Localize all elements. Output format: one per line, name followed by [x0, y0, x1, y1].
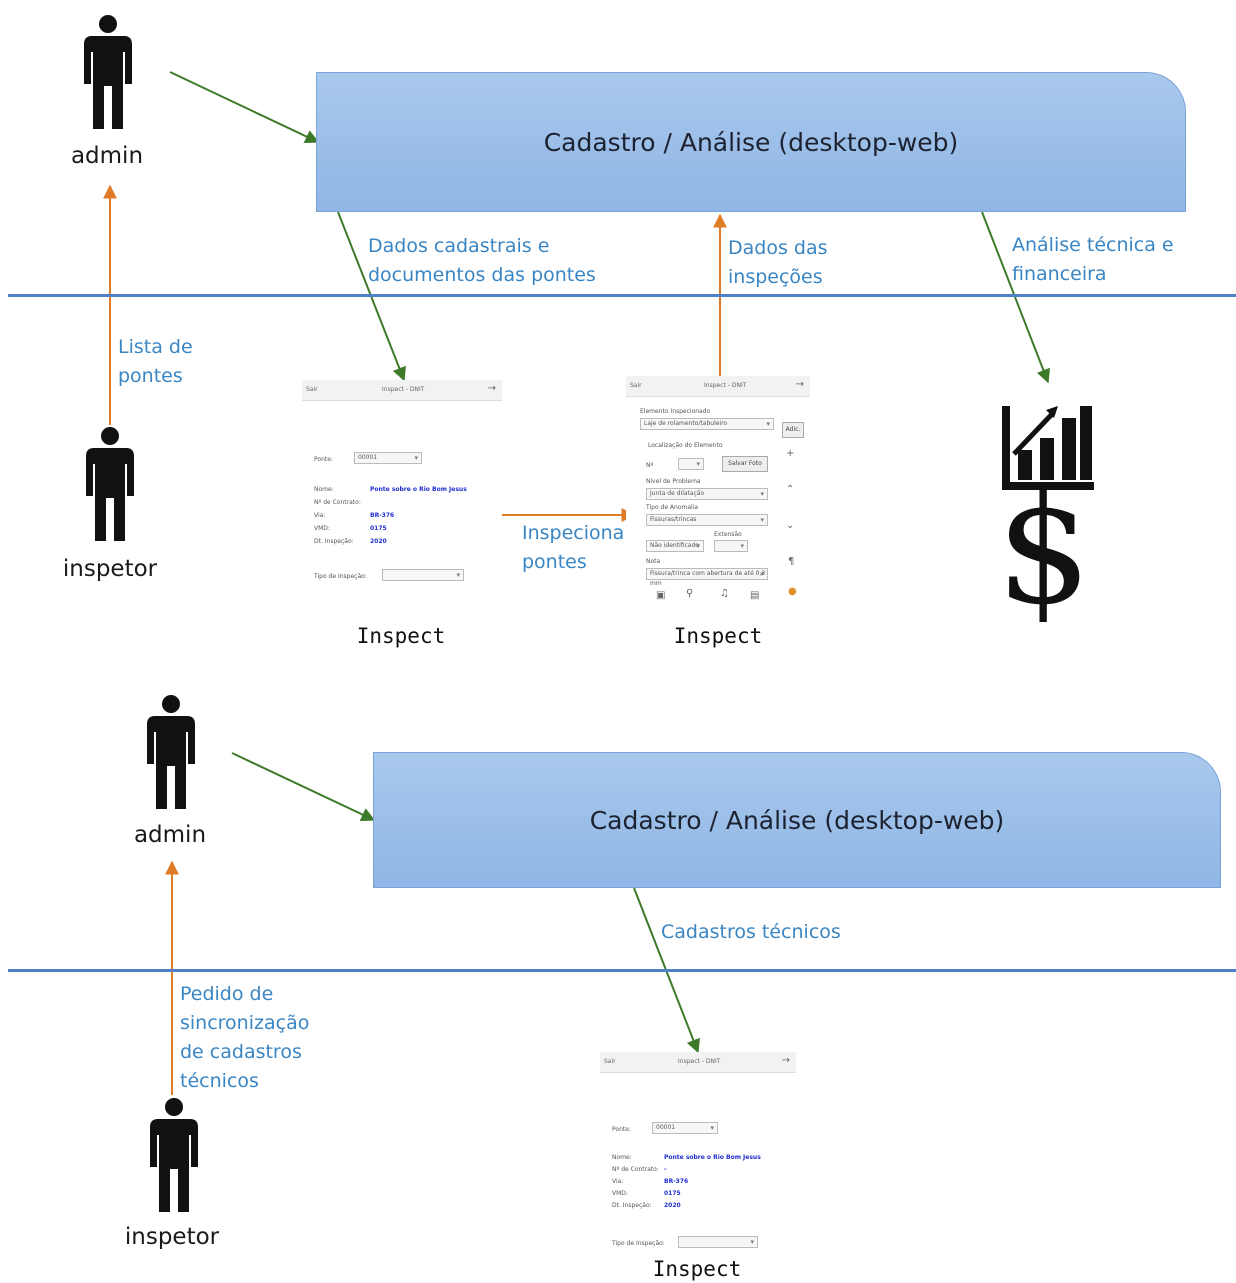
separator-line-bottom	[8, 969, 1236, 972]
detail-key: VMD:	[314, 525, 330, 532]
chevron-up-icon[interactable]: ⌃	[786, 484, 795, 495]
detail-value: BR-376	[370, 512, 395, 519]
bridge-select[interactable]: 00001	[652, 1122, 718, 1134]
inspector-label-bottom: inspetor	[124, 1224, 220, 1250]
system-box-bottom-label: Cadastro / Análise (desktop-web)	[589, 805, 1005, 835]
arrow-system-to-finance	[981, 211, 1050, 384]
bridge-field-label: Ponte:	[612, 1126, 631, 1133]
inspection-type-select[interactable]	[382, 569, 464, 581]
problem-level-select[interactable]: Junta de dilatação	[646, 488, 768, 500]
camera-icon[interactable]: ▣	[656, 590, 666, 601]
pilcrow-icon[interactable]: ¶	[788, 556, 795, 567]
system-box-top-label: Cadastro / Análise (desktop-web)	[543, 127, 959, 157]
app-screen-header: Sair Inspect - DNIT →	[600, 1052, 796, 1073]
admin-label-top: admin	[70, 143, 144, 169]
section-label: Tipo de Anomalia	[646, 504, 699, 511]
flow-label-inspection-data: Dados das inspeções	[728, 237, 828, 288]
detail-key: Nº de Contrato:	[314, 499, 361, 506]
warning-icon[interactable]: ●	[788, 586, 797, 597]
arrow-admin-to-system-top	[169, 71, 320, 143]
forward-arrow-icon[interactable]: →	[781, 1055, 790, 1066]
finance-chart-dollar-icon: $	[1000, 406, 1094, 622]
app-screen-header: Sair Inspect - DNIT →	[302, 380, 502, 401]
app-caption-bottom: Inspect	[652, 1257, 742, 1281]
system-box-top: Cadastro / Análise (desktop-web)	[316, 72, 1186, 212]
detail-key: Dt. Inspeção:	[612, 1202, 652, 1209]
flow-label-bridge-list: Lista de pontes	[118, 336, 193, 387]
anomaly-select[interactable]: Fissuras/trincas	[646, 514, 768, 526]
section-label: Localização do Elemento	[648, 442, 723, 449]
detail-key: Via:	[612, 1178, 624, 1185]
admin-person-icon	[147, 695, 195, 809]
detail-key: VMD:	[612, 1190, 628, 1197]
app-screen-bridge-select: Sair Inspect - DNIT → Ponte: 00001 Nome:…	[302, 380, 502, 600]
app-screen-title: Inspect - DNIT	[382, 386, 425, 393]
system-box-bottom: Cadastro / Análise (desktop-web)	[373, 752, 1221, 888]
note-select[interactable]: Fissura/trinca com abertura de até 0,3 m…	[646, 568, 768, 587]
element-select[interactable]: Laje de rolamento/tabuleiro	[640, 418, 774, 430]
bridge-select[interactable]: 00001	[354, 452, 422, 464]
app-screen-bridge-select-bottom: Sair Inspect - DNIT → Ponte: 00001 Nome:…	[600, 1052, 796, 1258]
app-screen-title: Inspect - DNIT	[704, 382, 747, 389]
detail-value: 0175	[370, 525, 387, 532]
detail-value: BR-376	[664, 1178, 689, 1185]
separator-line-top	[8, 294, 1236, 297]
app-screen-inspection-form: Sair Inspect - DNIT → Elemento Inspecion…	[626, 376, 810, 610]
inspection-type-label: Tipo de Inspeção:	[612, 1240, 665, 1247]
flow-label-registration-data: Dados cadastrais e documentos das pontes	[368, 235, 596, 286]
detail-value: 2020	[370, 538, 387, 545]
forward-arrow-icon[interactable]: →	[795, 379, 804, 390]
back-button[interactable]: Sair	[604, 1058, 616, 1065]
add-button[interactable]: Adic.	[782, 422, 804, 438]
flow-label-sync-request: Pedido de sincronização de cadastros téc…	[180, 983, 310, 1092]
number-input[interactable]	[678, 458, 704, 470]
app-screen-title: Inspect - DNIT	[678, 1058, 721, 1065]
save-photo-button[interactable]: Salvar Foto	[722, 456, 768, 472]
admin-label-bottom: admin	[133, 822, 207, 848]
plus-icon[interactable]: +	[786, 448, 795, 459]
section-label: Nível de Problema	[646, 478, 701, 485]
admin-person-icon	[84, 15, 132, 129]
search-icon[interactable]: ⚲	[686, 588, 694, 599]
inspector-label-top: inspetor	[62, 556, 158, 582]
document-icon[interactable]: ▤	[750, 590, 760, 601]
section-label: Elemento Inspecionado	[640, 408, 711, 415]
section-label: Nota	[646, 558, 661, 565]
app-caption-left: Inspect	[356, 624, 446, 648]
detail-key: Nome:	[612, 1154, 632, 1161]
bridge-field-label: Ponte:	[314, 456, 333, 463]
back-button[interactable]: Sair	[630, 382, 642, 389]
detail-value: Ponte sobre o Rio Bom Jesus	[370, 486, 467, 493]
detail-value: Ponte sobre o Rio Bom Jesus	[664, 1154, 761, 1161]
detail-value: 0175	[664, 1190, 681, 1197]
flow-label-technical-records: Cadastros técnicos	[661, 921, 841, 943]
extent-input[interactable]	[714, 540, 748, 552]
detail-key: Nome:	[314, 486, 334, 493]
inspection-type-label: Tipo de Inspeção:	[314, 573, 367, 580]
detail-key: Nº de Contrato:	[612, 1166, 659, 1173]
inspector-person-icon	[150, 1098, 198, 1212]
music-note-icon[interactable]: ♫	[720, 588, 729, 599]
svg-text:$: $	[1000, 464, 1092, 622]
chevron-down-icon[interactable]: ⌄	[786, 520, 795, 531]
app-screen-header: Sair Inspect - DNIT →	[626, 376, 810, 397]
forward-arrow-icon[interactable]: →	[487, 383, 496, 394]
extent-select[interactable]: Não identificado	[646, 540, 704, 552]
section-label: Nº	[646, 462, 654, 469]
detail-key: Dt. Inspeção:	[314, 538, 354, 545]
detail-key: Via:	[314, 512, 326, 519]
arrow-admin-to-system-bottom	[231, 752, 376, 821]
inspection-type-select[interactable]	[678, 1236, 758, 1248]
inspector-person-icon	[86, 427, 134, 541]
flow-label-inspect-bridges: Inspeciona pontes	[522, 522, 625, 573]
app-caption-right: Inspect	[673, 624, 763, 648]
section-label: Extensão	[714, 531, 742, 538]
detail-value: 2020	[664, 1202, 681, 1209]
back-button[interactable]: Sair	[306, 386, 318, 393]
detail-value: -	[664, 1166, 667, 1173]
flow-label-analysis: Análise técnica e financeira	[1012, 234, 1174, 285]
